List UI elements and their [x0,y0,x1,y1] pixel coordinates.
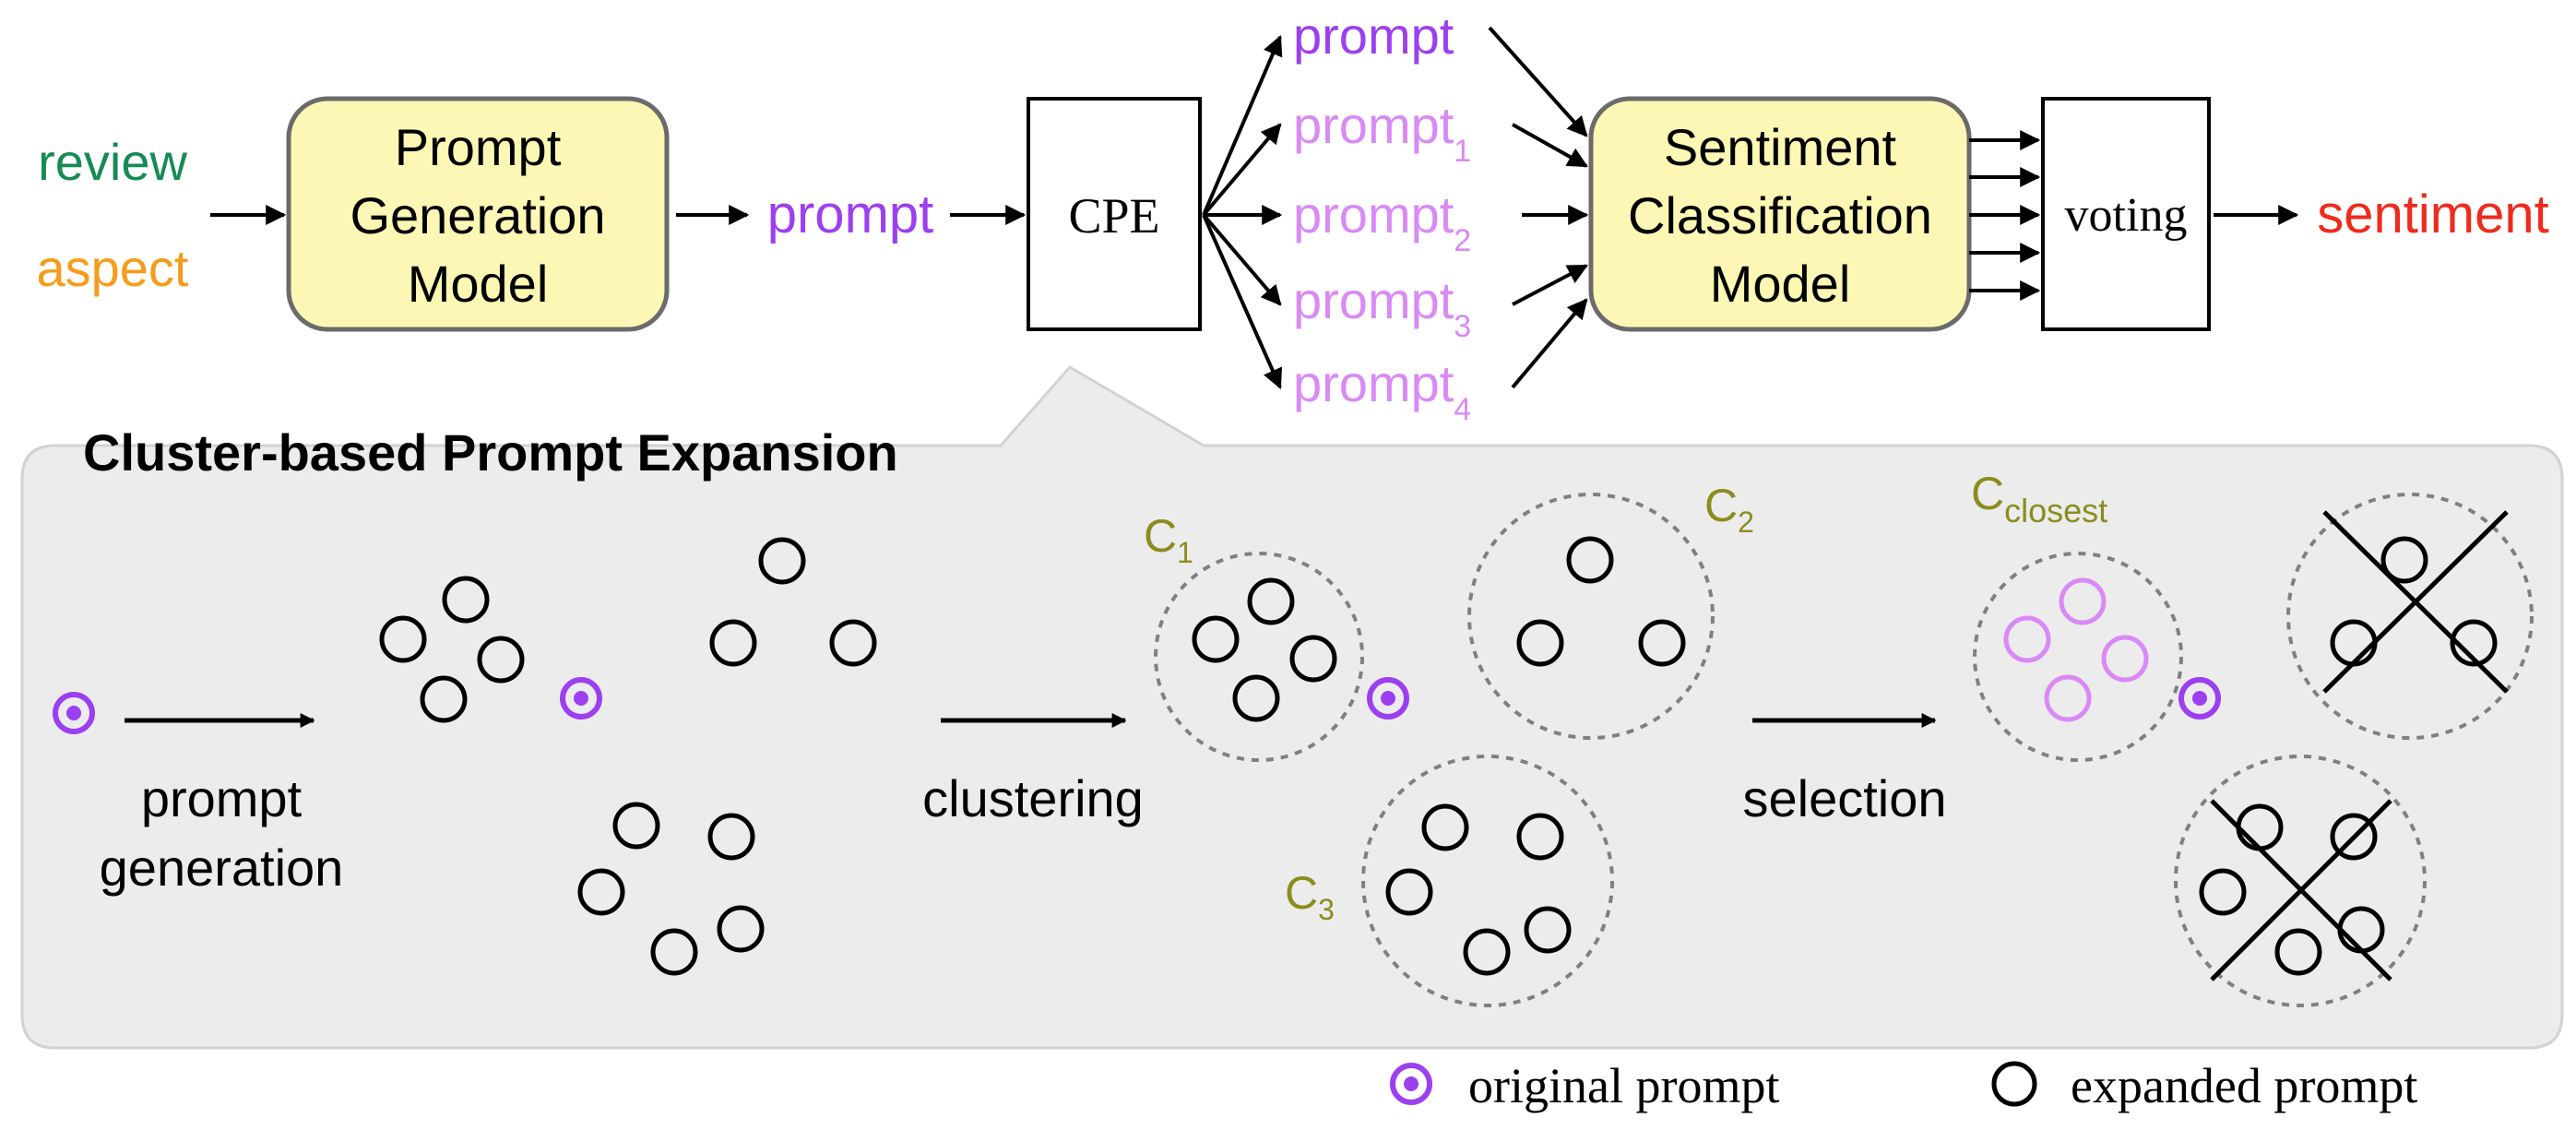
step-prompt-generation-line2: generation [100,839,344,897]
selected-prompts [2003,577,2149,722]
cluster-label-cclosest: Cclosest [1971,468,2107,529]
selection-cluster-boundaries [1973,493,2534,1007]
clustered-prompts [1192,536,1686,976]
pgm-label-line2: Generation [350,186,605,244]
scm-label-line2: Classification [1628,186,1932,244]
legend-original-label: original prompt [1468,1058,1779,1113]
cluster-boundaries [1154,493,1715,1007]
prompt-2: prompt2 [1293,185,1471,258]
original-prompt-icon [1367,677,1409,720]
cpe-detail-panel [20,365,2564,1050]
legend-original-icon [1390,1063,1432,1105]
scm-fanin-arrows [1488,26,1589,389]
voting-box [2041,97,2211,331]
review-input: review [38,133,187,191]
prompt-generation-model-box [286,96,670,332]
prompt-3: prompt3 [1293,271,1471,344]
step-clustering: clustering [922,769,1144,827]
step-selection: selection [1742,769,1946,827]
legend-expanded-label: expanded prompt [2071,1058,2417,1113]
panel-title: Cluster-based Prompt Expansion [83,423,898,482]
pgm-label-line3: Model [408,255,549,313]
prompt-label: prompt [767,184,934,244]
cluster-label-c3: C3 [1285,867,1335,926]
voting-label: voting [2065,189,2188,242]
original-prompt-icon [2178,677,2221,720]
step-prompt-generation-line1: prompt [141,769,303,827]
prompt-4: prompt4 [1293,354,1471,427]
cluster-label-c1: C1 [1144,510,1193,569]
original-prompt-icon [560,677,602,720]
aspect-input: aspect [37,239,189,297]
cluster-label-c2: C2 [1704,480,1754,539]
generated-prompts [379,537,877,976]
pgm-label-line1: Prompt [395,118,562,176]
cpe-label: CPE [1068,188,1159,244]
sentiment-output: sentiment [2317,184,2548,244]
cpe-fanout-arrows [1202,34,1283,390]
scm-label-line3: Model [1710,255,1851,313]
discard-cross-marks [2210,510,2509,981]
prompt-original-out: prompt [1293,6,1454,65]
cpe-box [1027,97,1202,331]
original-prompt-icon [53,692,95,734]
scm-label-line1: Sentiment [1664,118,1897,176]
legend-expanded-icon [1991,1061,2037,1107]
prompt-1: prompt1 [1293,96,1471,169]
scm-to-voting-arrows [1969,130,2041,301]
